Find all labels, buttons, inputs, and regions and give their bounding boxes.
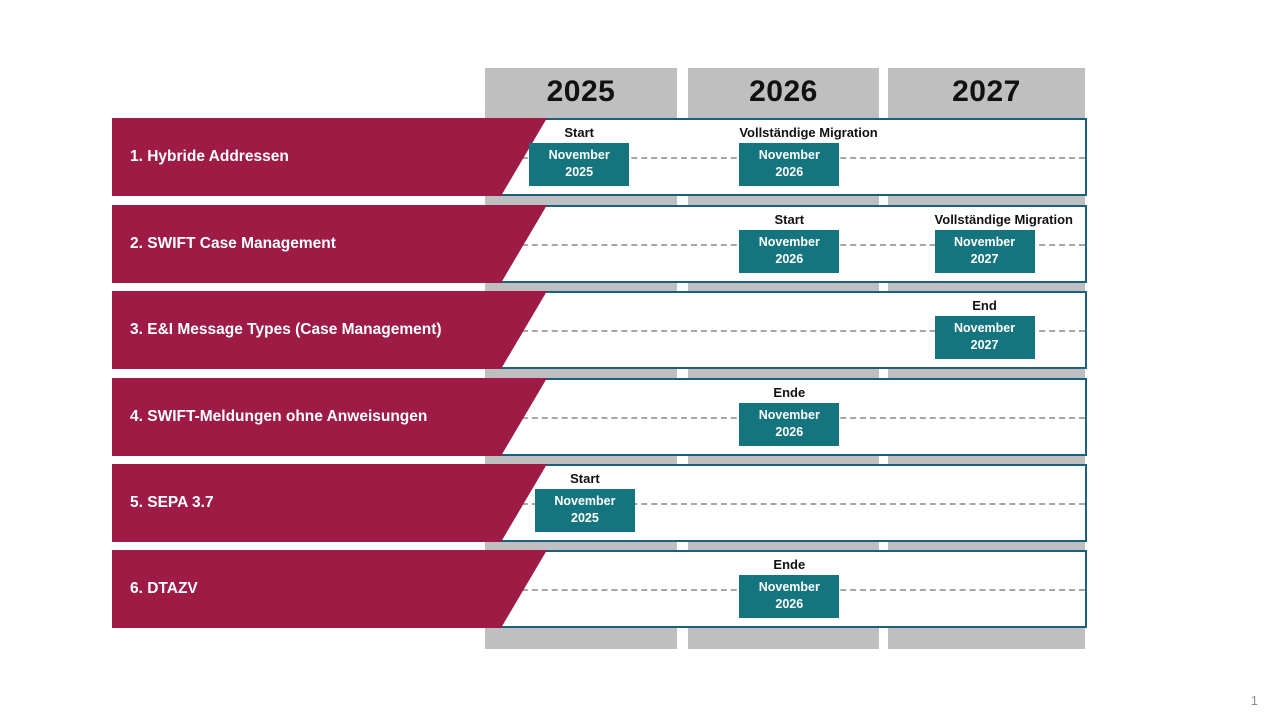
milestone-month: November	[758, 148, 820, 163]
milestone-date-box[interactable]: November 2026	[739, 230, 840, 274]
milestone-date-box[interactable]: November 2025	[529, 143, 630, 187]
milestone-date-box[interactable]: November 2027	[934, 230, 1035, 274]
milestone-caption: Start	[570, 471, 600, 486]
milestone-date-box[interactable]: November 2026	[739, 575, 840, 619]
milestone-date-box[interactable]: November 2026	[739, 403, 840, 447]
milestone-year: 2027	[970, 338, 999, 353]
row-dashed-track	[114, 244, 1085, 246]
milestone-year: 2026	[775, 165, 804, 180]
milestone-month: November	[758, 408, 820, 423]
milestone-year: 2026	[775, 597, 804, 612]
milestone-month: November	[953, 321, 1016, 336]
milestone-date-box[interactable]: November 2027	[934, 316, 1035, 360]
milestone-date-box[interactable]: November 2026	[739, 143, 840, 187]
milestone-year: 2025	[565, 165, 594, 180]
milestone-year: 2025	[571, 511, 599, 526]
milestone-year: 2027	[970, 252, 999, 267]
milestone-year: 2026	[775, 425, 804, 440]
milestone-caption: Ende	[773, 557, 806, 572]
row-label[interactable]: 3. E&I Message Types (Case Management)	[112, 291, 547, 369]
row-label[interactable]: 1. Hybride Addressen	[112, 118, 547, 196]
row-label[interactable]: 6. DTAZV	[112, 550, 547, 628]
milestone-caption: Ende	[773, 385, 806, 400]
row-label[interactable]: 2. SWIFT Case Management	[112, 205, 547, 283]
milestone-caption: End	[972, 298, 997, 313]
milestone-month: November	[758, 235, 820, 250]
milestone-month: November	[554, 494, 616, 509]
milestone-month: November	[953, 235, 1016, 250]
row-label[interactable]: 4. SWIFT-Meldungen ohne Anweisungen	[112, 378, 547, 456]
milestone-date-box[interactable]: November 2025	[534, 489, 635, 533]
year-header-2025: 2025	[546, 75, 616, 108]
milestone-month: November	[548, 148, 610, 163]
milestone-caption: Vollständige Migration	[934, 212, 1073, 227]
year-header-2027: 2027	[952, 75, 1021, 108]
timeline-row[interactable]: 3. E&I Message Types (Case Management) En…	[112, 291, 1087, 369]
milestone-year: 2026	[775, 252, 804, 267]
milestone-caption: Vollständige Migration	[739, 125, 878, 140]
row-dashed-track	[114, 330, 1085, 332]
row-dashed-track	[114, 417, 1085, 419]
page-number: 1	[1250, 693, 1258, 708]
milestone-month: November	[758, 580, 820, 595]
row-dashed-track	[114, 589, 1085, 591]
row-label[interactable]: 5. SEPA 3.7	[112, 464, 547, 542]
milestone-caption: Start	[774, 212, 805, 227]
milestone-caption: Start	[564, 125, 594, 140]
year-header-2026: 2026	[749, 75, 818, 108]
